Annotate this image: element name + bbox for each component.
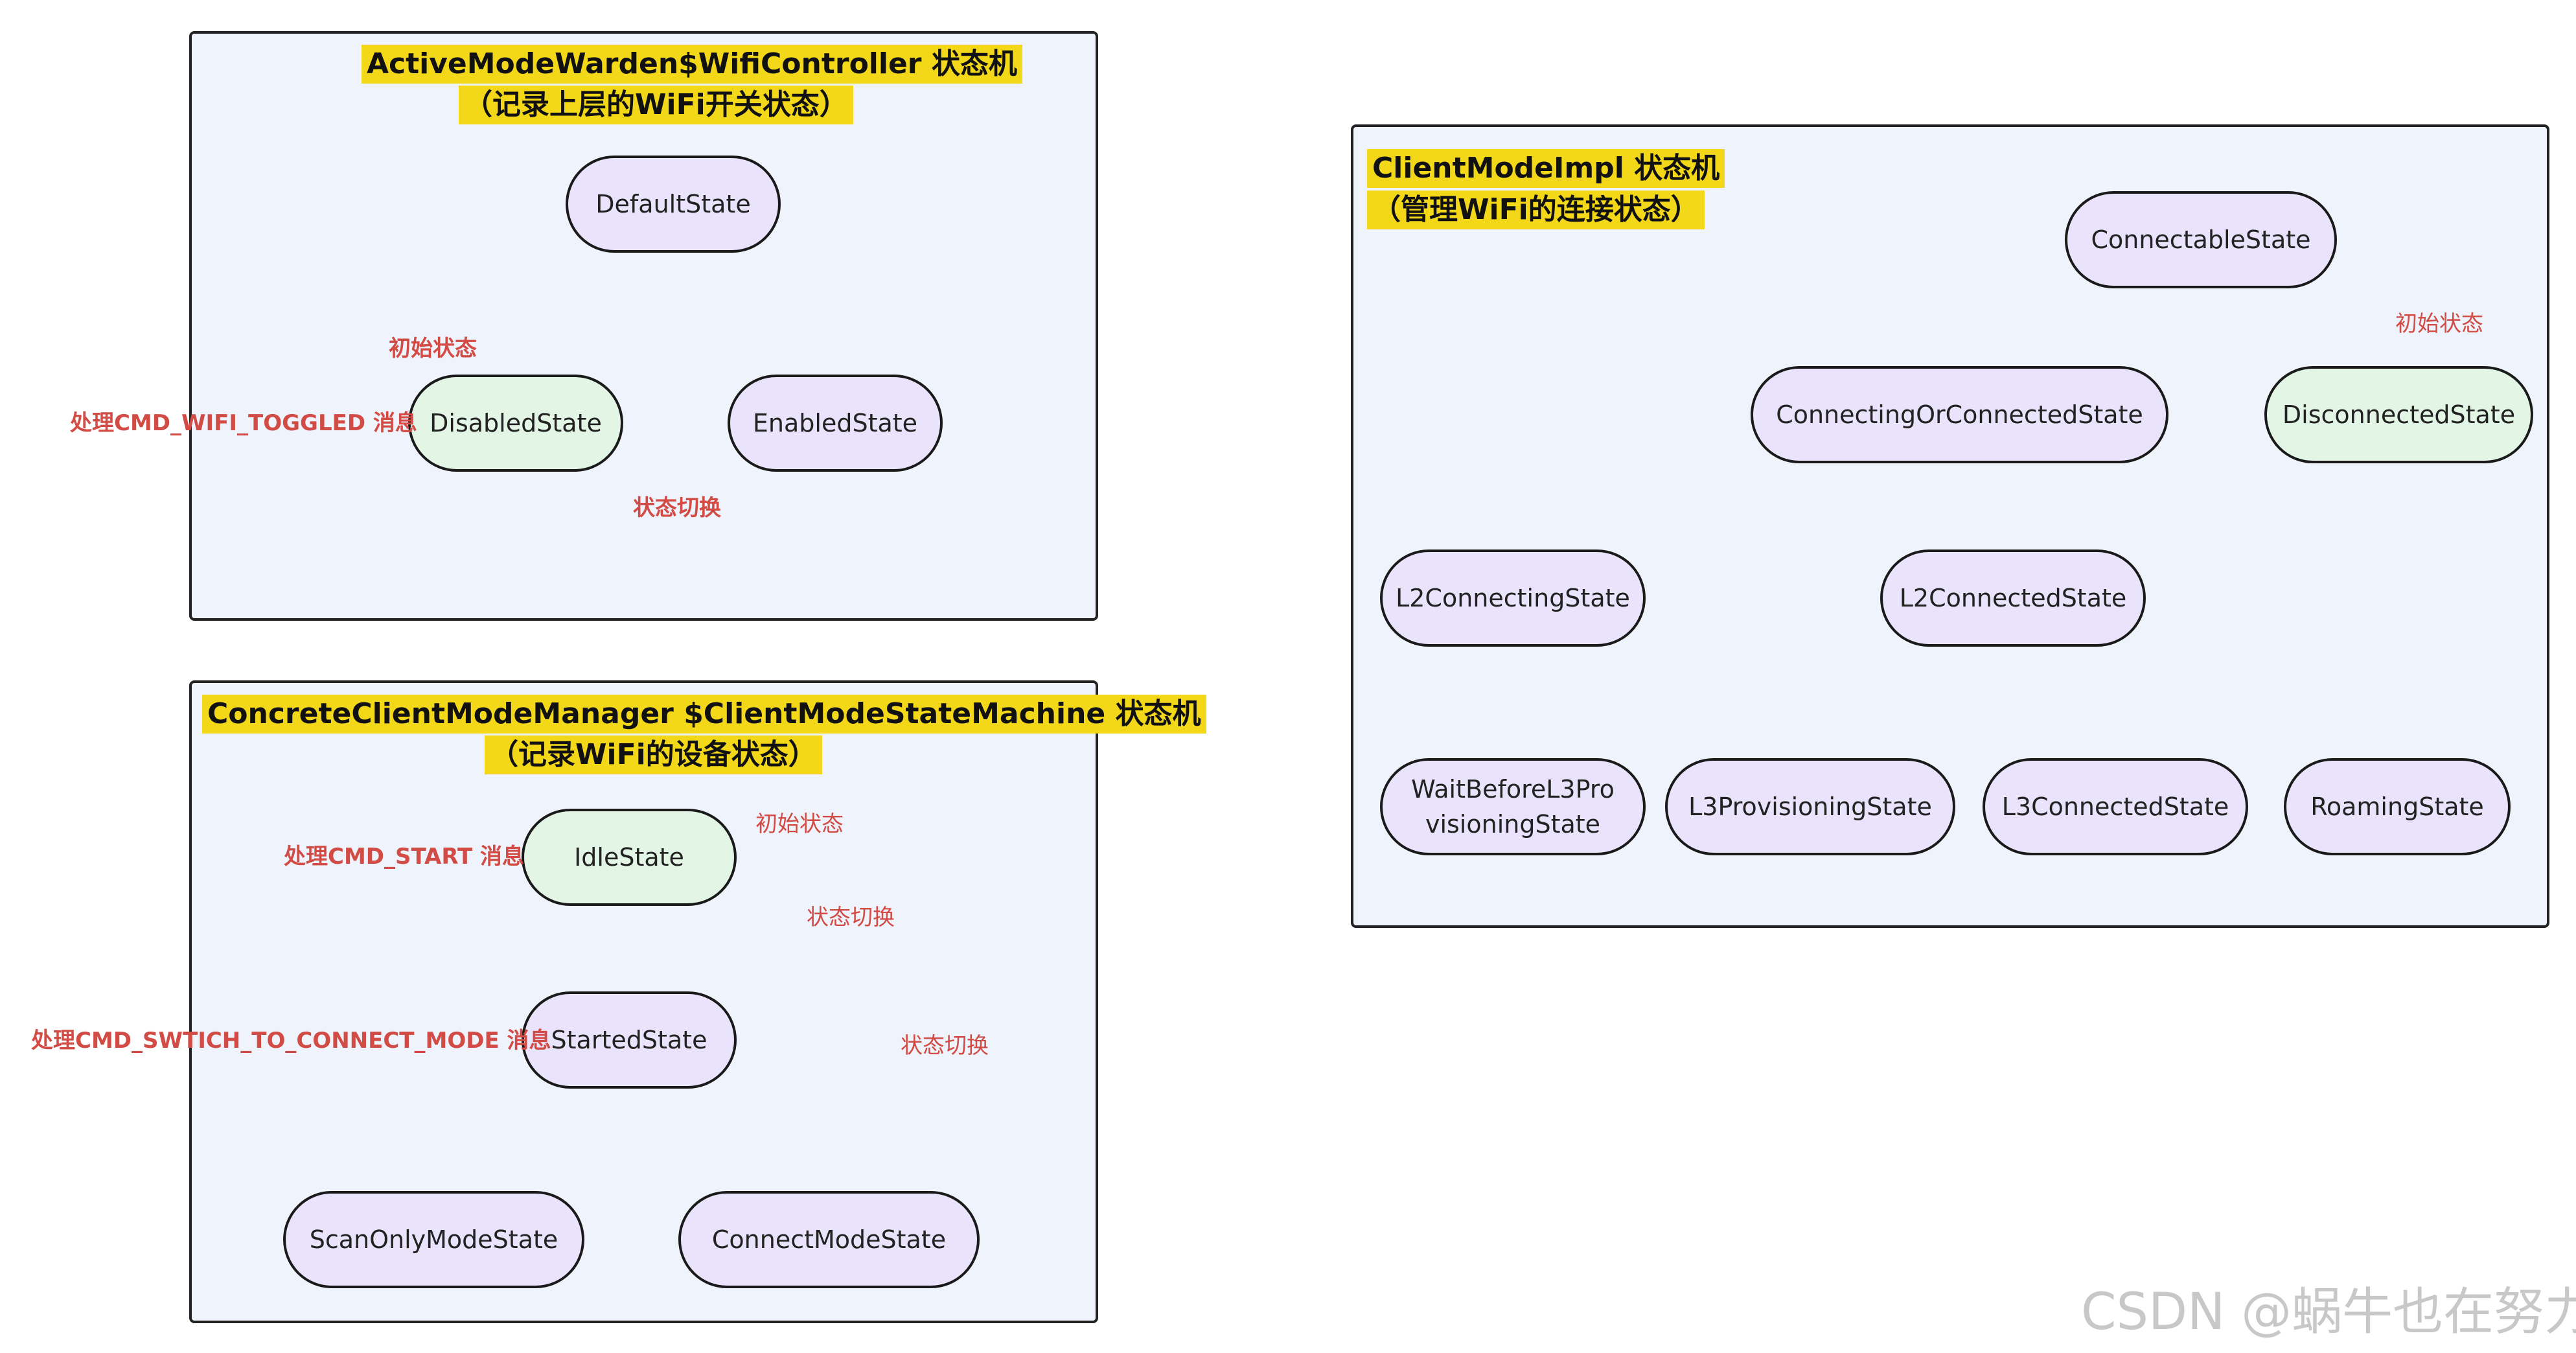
state-l3-provisioning: L3ProvisioningState xyxy=(1665,758,1955,855)
state-disabled: DisabledState xyxy=(408,375,623,472)
state-wait-before-l3-provisioning-label: WaitBeforeL3ProvisioningState xyxy=(1411,775,1615,838)
state-roaming: RoamingState xyxy=(2284,758,2511,855)
label-initial-state: 初始状态 xyxy=(755,811,844,837)
state-connecting-or-connected: ConnectingOrConnectedState xyxy=(1751,366,2168,463)
state-l2-connected: L2ConnectedState xyxy=(1880,549,2146,647)
state-l2-connecting: L2ConnectingState xyxy=(1380,549,1646,647)
label-state-switch: 状态切换 xyxy=(901,1033,989,1059)
state-enabled: EnabledState xyxy=(728,375,943,472)
panel-client-manager-subtitle: （记录WiFi的设备状态） xyxy=(485,735,822,774)
label-handles-wifi-toggled: 处理CMD_WIFI_TOGGLED 消息 xyxy=(70,410,417,436)
state-disconnected: DisconnectedState xyxy=(2264,366,2533,463)
state-connectable: ConnectableState xyxy=(2065,191,2337,288)
label-handles-cmd-start: 处理CMD_START 消息 xyxy=(284,844,525,870)
label-initial-state: 初始状态 xyxy=(2395,311,2483,337)
label-handles-switch-to-connect: 处理CMD_SWTICH_TO_CONNECT_MODE 消息 xyxy=(31,1028,551,1054)
panel-client-manager-title: ConcreteClientModeManager $ClientModeSta… xyxy=(202,695,1206,734)
state-connect-mode: ConnectModeState xyxy=(678,1191,980,1288)
state-default: DefaultState xyxy=(566,156,781,253)
state-l3-connected: L3ConnectedState xyxy=(1983,758,2248,855)
label-state-switch: 状态切换 xyxy=(807,905,895,931)
panel-client-impl-title: ClientModeImpl 状态机 xyxy=(1367,149,1725,188)
panel-wifi-controller xyxy=(189,31,1098,621)
state-started: StartedState xyxy=(522,991,737,1089)
label-state-switch: 状态切换 xyxy=(633,495,721,521)
label-initial-state: 初始状态 xyxy=(389,336,477,362)
state-scan-only-mode: ScanOnlyModeState xyxy=(283,1191,584,1288)
panel-wifi-subtitle: （记录上层的WiFi开关状态） xyxy=(459,86,853,124)
panel-client-impl-subtitle: （管理WiFi的连接状态） xyxy=(1367,191,1705,229)
watermark: CSDN @蜗牛也在努力 xyxy=(2081,1283,2576,1341)
panel-wifi-title: ActiveModeWarden$WifiController 状态机 xyxy=(362,45,1022,84)
state-idle: IdleState xyxy=(522,809,737,906)
state-wait-before-l3-provisioning: WaitBeforeL3ProvisioningState xyxy=(1380,758,1646,855)
